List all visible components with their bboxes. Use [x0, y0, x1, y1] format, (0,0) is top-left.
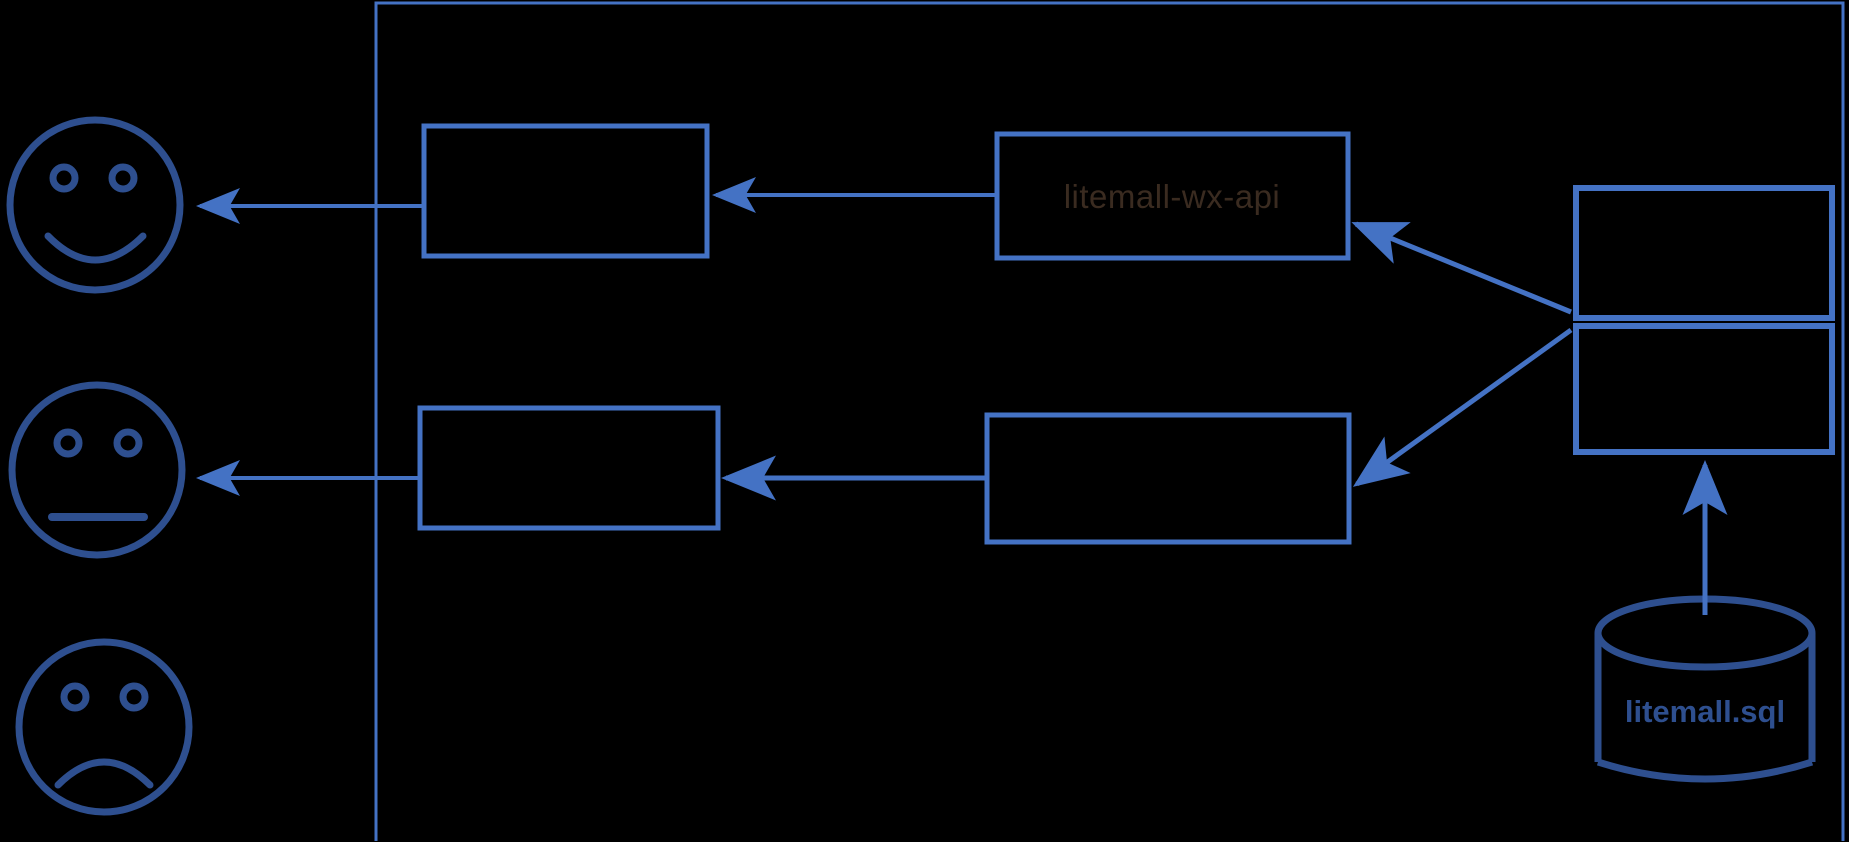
arrow-right-to-api-bottom — [1352, 327, 1573, 487]
litemall-wx-api-label: litemall-wx-api — [1064, 178, 1281, 215]
right-top-box[interactable] — [1573, 185, 1835, 321]
database-cylinder[interactable] — [1594, 595, 1816, 783]
api-bottom-box[interactable] — [984, 412, 1352, 545]
arrow-right-to-api-top — [1351, 221, 1572, 315]
database-label: litemall.sql — [1625, 694, 1785, 729]
front-top-box[interactable] — [421, 123, 710, 259]
right-bottom-box[interactable] — [1573, 323, 1835, 455]
neutral-face-icon — [8, 381, 186, 559]
front-bottom-box[interactable] — [417, 405, 721, 531]
system-boundary — [374, 1, 1845, 841]
smiley-face-icon — [6, 116, 184, 294]
sad-face-icon — [15, 638, 193, 816]
